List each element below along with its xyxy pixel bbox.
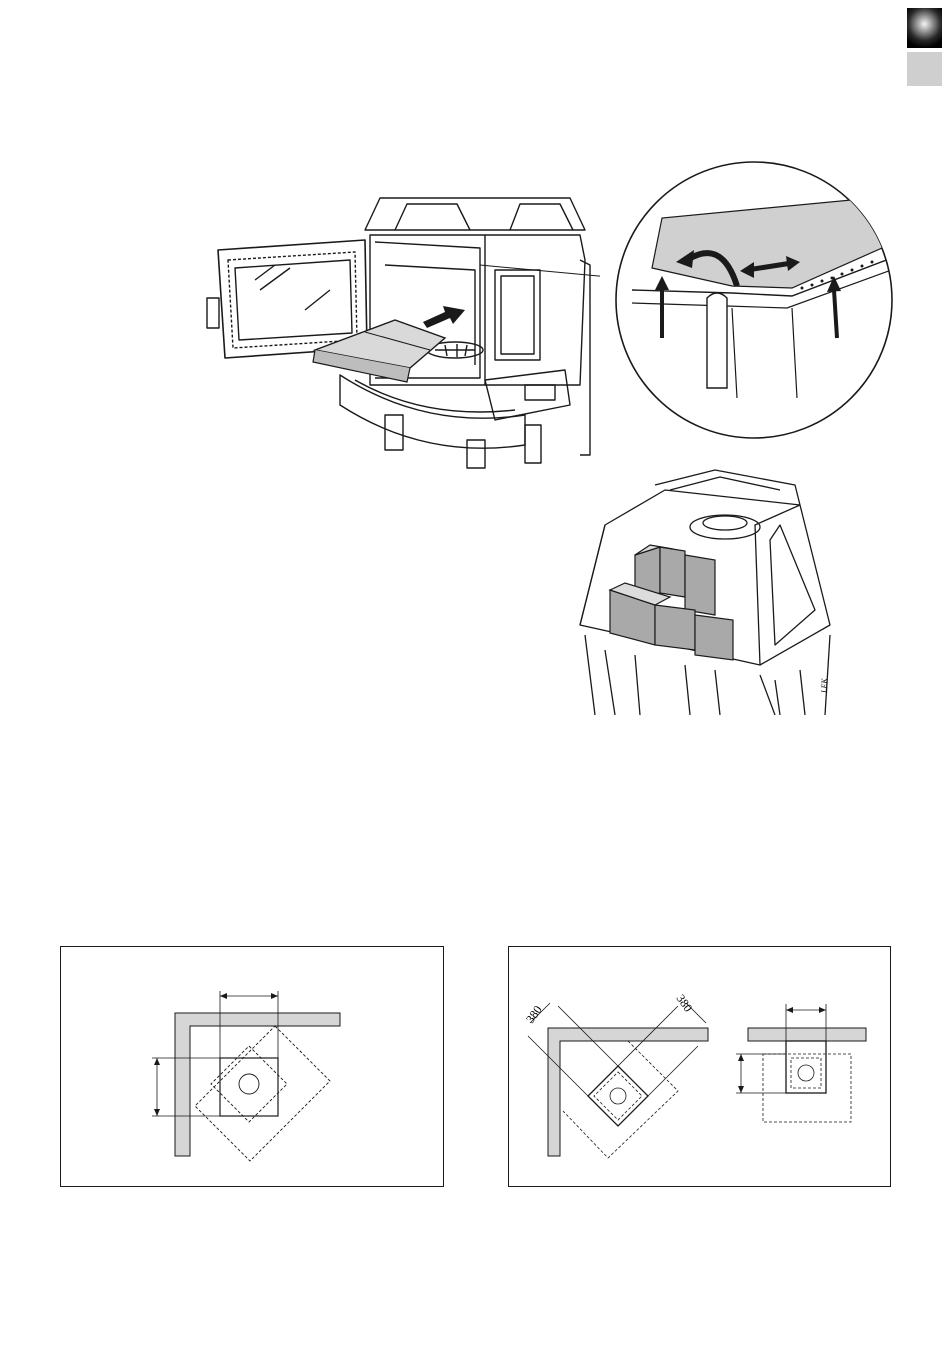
baffle-detail-circle — [612, 158, 897, 443]
placement-diagram-left — [60, 946, 445, 1188]
stove-stone-blocks-illustration: LEK — [575, 465, 845, 715]
dimension-label-right: 380 — [674, 992, 696, 1015]
stove-baffle-illustration — [195, 190, 600, 470]
dimension-label-left: 380 — [523, 1003, 545, 1026]
lek-signature: LEK — [820, 678, 829, 694]
section-tab-dark — [907, 8, 942, 48]
section-tab-light — [907, 52, 942, 86]
placement-diagram-right: 380 380 — [508, 946, 892, 1188]
